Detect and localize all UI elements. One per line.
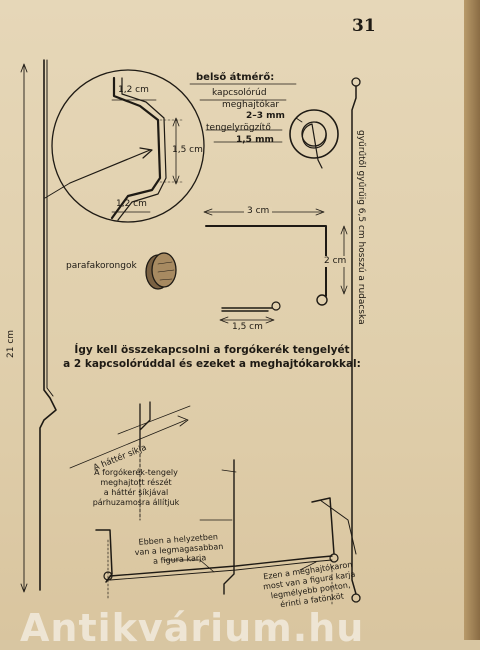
dim-1-5: 1,5 cm xyxy=(172,145,203,155)
dim-2cm: 2 cm xyxy=(322,256,349,267)
coupling-rod-vertical xyxy=(351,85,357,595)
dim-1-2-top: 1,2 cm xyxy=(118,85,149,95)
lower-wheel-axle xyxy=(139,401,151,451)
caption-line-1: Így kell összekapcsolni a forgókerék ten… xyxy=(74,344,350,356)
caption-line-2: a 2 kapcsolórúddal és ezeket a meghajtók… xyxy=(63,358,361,370)
page-edge xyxy=(464,0,480,640)
axle-holder-label: tengelyrögzítő xyxy=(206,123,271,133)
horizontal-coupling-rod xyxy=(109,555,333,577)
dim-3cm: 3 cm xyxy=(244,207,273,216)
dim-1-2-bottom: 1,2 cm xyxy=(116,199,147,209)
drive-arm-L xyxy=(205,225,327,297)
small-rod-piece xyxy=(221,307,273,312)
coupling-rod-label: kapcsolórúd xyxy=(212,88,267,98)
cork-discs-label: parafakorongok xyxy=(66,261,137,271)
ring-detail xyxy=(289,109,339,159)
central-axle xyxy=(223,459,235,595)
note-axle: A forgókerék-tengely meghajtott részét a… xyxy=(92,468,180,507)
mm-2-3-label: 2–3 mm xyxy=(246,111,285,121)
caption: Így kell összekapcsolni a forgókerék ten… xyxy=(62,343,362,371)
vertical-rod-note: gyűrűtől gyűrűig 6,5 cm hosszú a rudacsk… xyxy=(356,130,366,325)
watermark: Antikvárium.hu xyxy=(20,606,365,650)
dim-21cm-label: 21 cm xyxy=(6,329,16,358)
magnifier-circle xyxy=(51,69,205,223)
long-axle-rod-inner xyxy=(46,59,54,397)
long-axle-rod xyxy=(39,59,57,591)
dim-1-5-small: 1,5 cm xyxy=(232,322,263,332)
mm-1-5-label: 1,5 mm xyxy=(236,135,274,145)
crank-detail xyxy=(110,76,162,220)
drive-arms-label: meghajtókar xyxy=(222,100,280,110)
technical-drawing xyxy=(20,59,361,605)
page-number: 31 xyxy=(352,16,376,36)
inner-diameter-label: belső átmérő: xyxy=(196,72,275,83)
